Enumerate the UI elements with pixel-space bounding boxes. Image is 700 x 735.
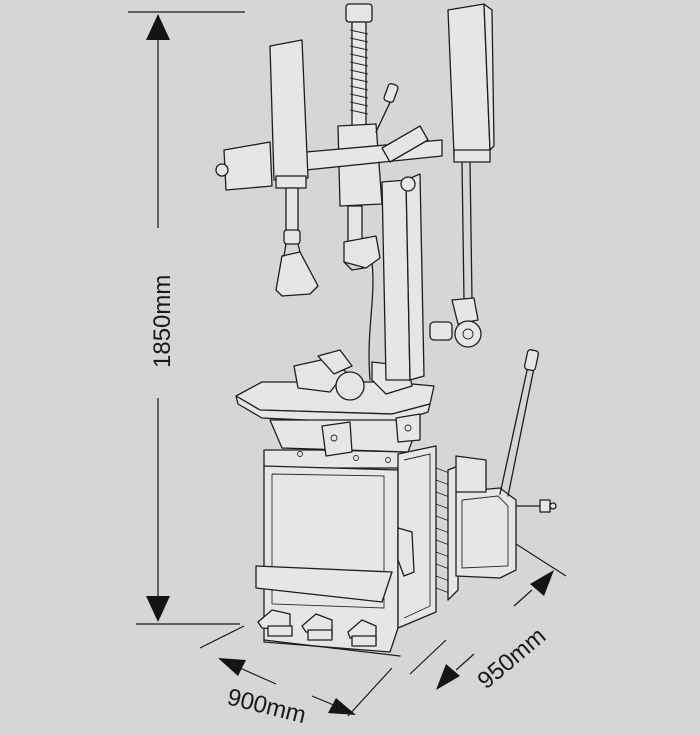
- helper-housing: [455, 487, 517, 579]
- width-arrow-right: [328, 698, 356, 715]
- front-tool-holder: [397, 527, 415, 577]
- left-press-joint: [283, 229, 301, 245]
- left-arm-knob: [215, 163, 229, 177]
- tire-changer-machine: [215, 3, 557, 657]
- width-dimension-line-right: [311, 695, 337, 707]
- right-press-clamp: [451, 297, 479, 325]
- depth-dimension-line-lower: [455, 653, 475, 671]
- height-dimension: 1850mm: [128, 11, 245, 625]
- helper-upper-block: [455, 455, 487, 493]
- height-arrow-bottom: [146, 596, 170, 622]
- helper-housing-panel: [461, 495, 509, 569]
- pedal-left-base: [267, 625, 293, 637]
- right-cylinder: [447, 3, 491, 155]
- cabinet-kick-plate: [255, 565, 393, 603]
- left-cylinder-base: [275, 175, 307, 189]
- right-press-arm: [429, 3, 495, 348]
- depth-arrow-bottom: [436, 664, 460, 690]
- demount-tool-head: [343, 235, 381, 269]
- left-press-cone: [275, 251, 319, 297]
- right-cylinder-base: [453, 149, 491, 163]
- depth-label: 950mm: [473, 622, 552, 694]
- lock-lever-knob: [383, 83, 399, 103]
- spring-shaft: [351, 21, 367, 127]
- turntable-rim: [235, 395, 431, 425]
- cabinet-side-panel: [403, 453, 431, 619]
- spring-top-cap: [345, 3, 373, 23]
- demount-tool-tip: [343, 261, 365, 271]
- cabinet-front-panel: [271, 473, 385, 609]
- right-press-rod-edge: [469, 161, 473, 301]
- mount-demount-head: [305, 3, 443, 271]
- air-valve-cap: [549, 502, 557, 510]
- width-dimension-line-left: [239, 667, 277, 685]
- pedal-right-base: [351, 635, 377, 647]
- clamp-cylinder-right: [395, 413, 421, 443]
- depth-dimension-line-upper: [513, 589, 533, 607]
- right-cylinder-side: [483, 3, 495, 151]
- arm-pivot-bolt: [400, 176, 416, 192]
- width-label: 900mm: [225, 684, 309, 730]
- vertical-shaft-spring: [345, 3, 373, 127]
- machine-cabinet: [255, 445, 459, 657]
- depth-right-extension-line: [515, 543, 567, 577]
- right-press-roller-bracket: [429, 321, 453, 341]
- helper-lever-handle: [523, 349, 540, 372]
- cabinet-bottom-edge: [263, 639, 401, 657]
- height-label: 1850mm: [149, 275, 176, 368]
- column-side: [405, 173, 425, 381]
- right-press-rod: [461, 161, 465, 301]
- left-press-arm: [215, 39, 319, 297]
- right-press-roller: [454, 320, 482, 348]
- width-right-extension-line: [347, 667, 393, 717]
- left-arm-bracket: [223, 141, 273, 191]
- helper-lever-shaft-edge: [507, 367, 535, 497]
- helper-lever-shaft: [499, 365, 529, 495]
- height-arrow-top: [146, 14, 170, 40]
- depth-arrow-top: [530, 570, 554, 596]
- cabinet-side-face: [397, 445, 437, 629]
- arm-pivot-bracket: [381, 125, 429, 163]
- left-cylinder: [269, 39, 309, 181]
- width-left-extension-line: [199, 625, 245, 649]
- depth-left-extension-line: [409, 639, 447, 675]
- turntable-clamp-back: [317, 349, 353, 375]
- pedal-middle-base: [307, 629, 333, 641]
- pedal-left: [257, 609, 291, 631]
- air-valve: [539, 499, 551, 513]
- main-column: [368, 173, 425, 381]
- foot-pedals: [257, 609, 377, 647]
- air-hose: [368, 261, 374, 381]
- width-arrow-left: [218, 658, 246, 676]
- cabinet-front-face: [263, 465, 399, 653]
- turntable-hub: [335, 371, 365, 401]
- pedal-right: [347, 619, 377, 641]
- column-body: [381, 179, 411, 381]
- side-helper-unit: [455, 349, 557, 579]
- left-press-rod: [285, 187, 299, 233]
- pedal-middle: [301, 613, 333, 635]
